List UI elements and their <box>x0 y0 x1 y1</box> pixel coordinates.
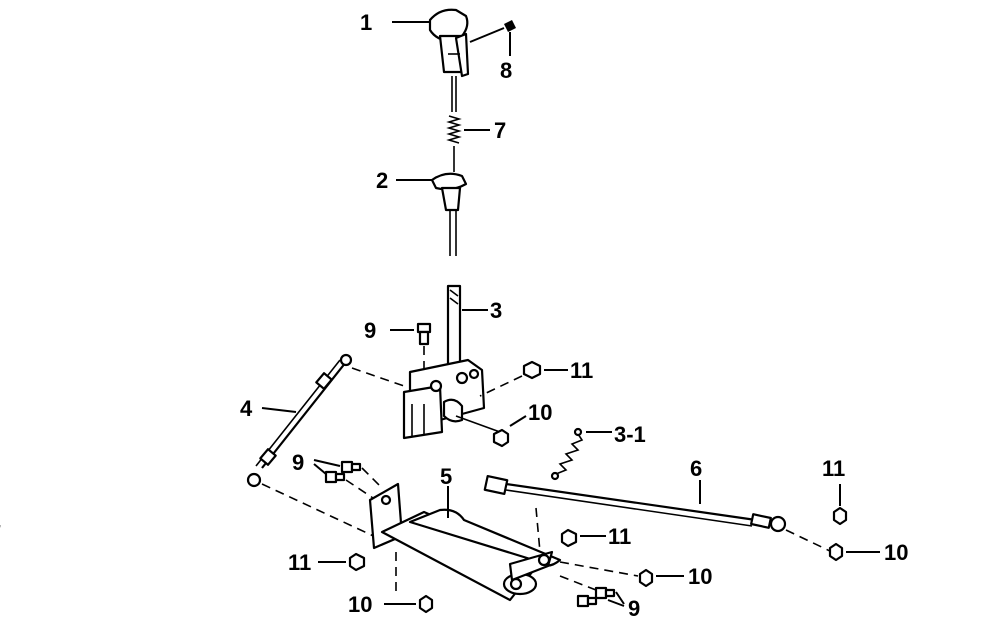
callout-7: 7 <box>494 118 506 143</box>
part-10-nut-right <box>828 542 844 562</box>
callout-11-right: 11 <box>822 456 845 481</box>
part-11-nut-right <box>832 506 848 526</box>
part-1-shift-knob <box>428 8 470 112</box>
part-9-bolts-lower <box>559 575 616 608</box>
dash-4-lower <box>261 483 383 541</box>
part-9-bolt-upper <box>416 322 432 374</box>
leader-9-left-b <box>313 463 327 475</box>
callout-3: 3 <box>490 298 502 323</box>
part-11-nut-upper <box>522 360 542 380</box>
leader-10-center <box>509 415 527 427</box>
leader-4 <box>261 407 297 413</box>
callout-1: 1 <box>360 10 372 35</box>
callout-11-left: 11 <box>288 550 311 575</box>
leader-9-left-a <box>313 459 341 467</box>
part-8-pin <box>504 20 516 32</box>
part-9-bolts-left <box>324 460 381 501</box>
callout-5: 5 <box>440 464 452 489</box>
callout-4: 4 <box>240 396 253 421</box>
callout-8: 8 <box>500 58 512 83</box>
callout-11-upper: 11 <box>570 358 593 383</box>
callout-6: 6 <box>690 456 702 481</box>
callout-10-center: 10 <box>528 400 552 425</box>
part-3-shift-lever <box>402 284 501 440</box>
callout-9-upper: 9 <box>364 318 376 343</box>
callout-3-1: 3-1 <box>614 422 646 447</box>
part-7-spring <box>446 115 462 172</box>
callout-10-mid: 10 <box>688 564 712 589</box>
part-5-pivot-bracket <box>368 482 562 602</box>
front-marker-label: F <box>68 547 69 549</box>
part-10-nut-center <box>492 428 510 448</box>
callout-9-left: 9 <box>292 450 304 475</box>
dash-6 <box>535 507 541 553</box>
part-10-nut-bottom <box>418 594 434 614</box>
part-6-shift-rod <box>483 474 787 533</box>
part-11-nut-center <box>560 528 578 548</box>
dash-10-mid <box>559 561 639 577</box>
part-10-nut-mid <box>638 568 654 588</box>
callout-2: 2 <box>376 168 388 193</box>
callout-11-center: 11 <box>608 524 631 549</box>
part-11-nut-left <box>348 552 366 572</box>
leader-9-lower-b <box>615 591 625 605</box>
dash-11-upper <box>479 375 523 397</box>
callout-10-bottom: 10 <box>348 592 372 617</box>
callout-10-right: 10 <box>884 540 908 565</box>
part-4-link-rod <box>246 353 353 488</box>
leader-9-lower-a <box>607 599 625 607</box>
callout-9-lower: 9 <box>628 596 640 621</box>
part-2-guide <box>430 172 468 256</box>
part-3-1-spring <box>550 427 584 481</box>
leader-8 <box>469 27 505 43</box>
dash-4-upper <box>351 367 405 387</box>
dash-6-right <box>785 529 833 553</box>
